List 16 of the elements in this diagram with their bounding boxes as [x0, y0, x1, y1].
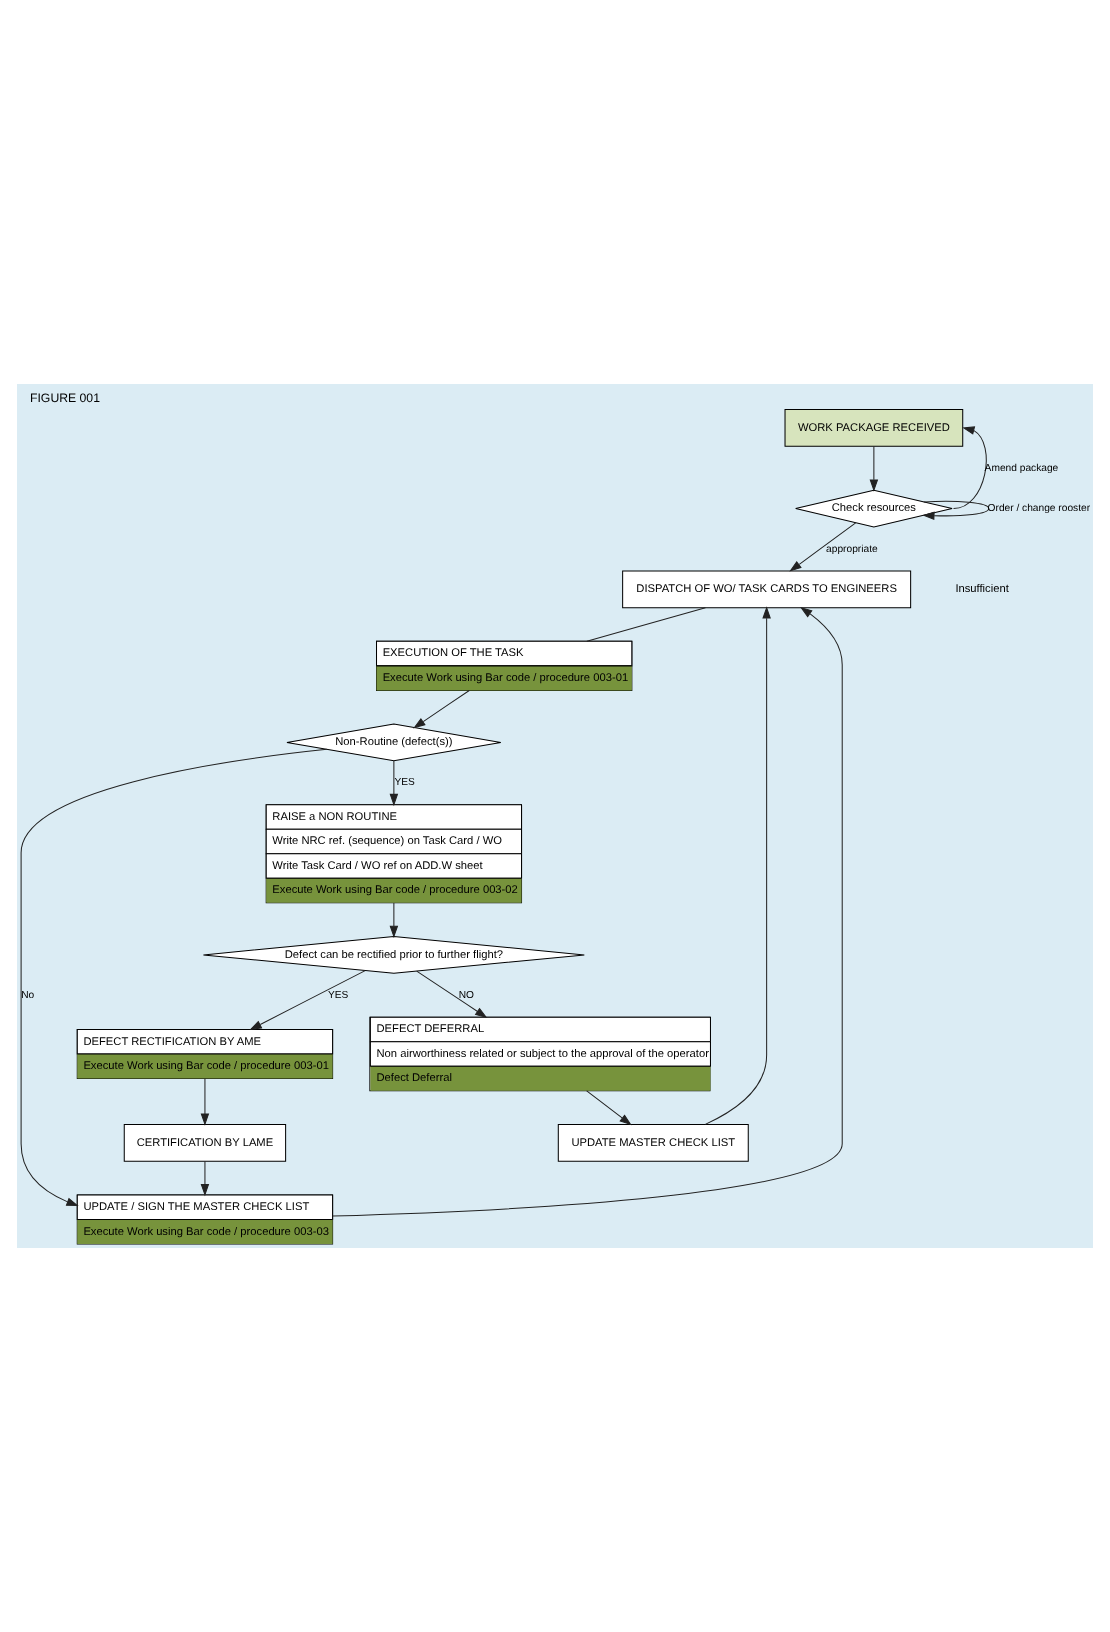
- arrow: [332, 606, 843, 1217]
- arrow: [789, 522, 857, 572]
- arrow: [389, 902, 399, 939]
- arrow: [249, 970, 366, 1031]
- arrow: [416, 970, 488, 1018]
- arrow: [413, 690, 470, 729]
- arrow: [586, 1090, 632, 1126]
- arrow: [20, 748, 328, 1207]
- arrow: [869, 445, 879, 492]
- arrow: [389, 760, 399, 807]
- arrow: [200, 1078, 210, 1126]
- arrow: [200, 1161, 210, 1197]
- arrow: [704, 606, 771, 1125]
- arrow: [922, 500, 990, 520]
- connector: [586, 607, 706, 642]
- arrow: [953, 426, 987, 510]
